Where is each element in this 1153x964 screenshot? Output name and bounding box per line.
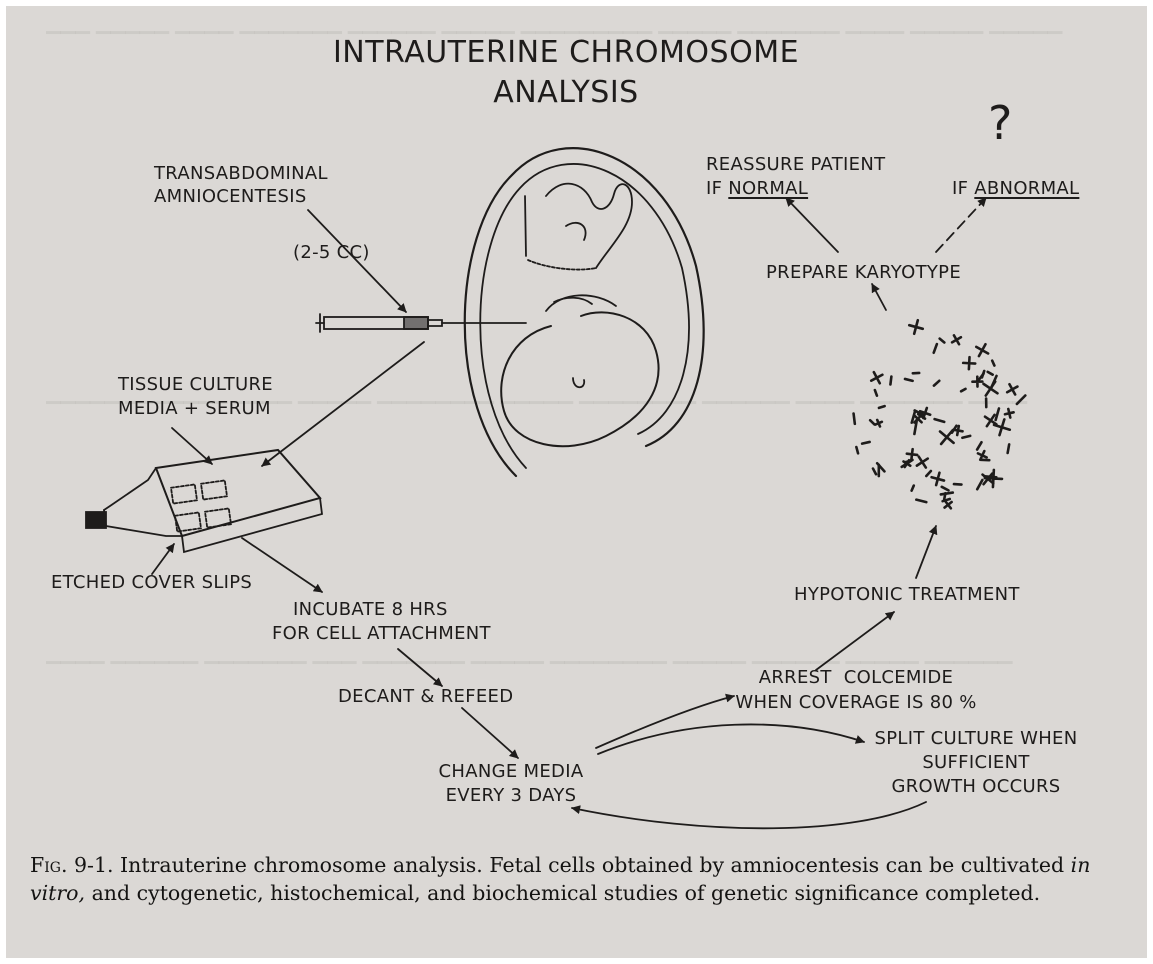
- label-arrest-line2: WHEN COVERAGE IS 80 %: [721, 690, 991, 715]
- arrow-arrest-to-hypotonic: [816, 612, 894, 670]
- label-sample-volume: (2-5 CC): [293, 240, 370, 265]
- chromosome-mark: [961, 389, 965, 391]
- diagram-canvas: [6, 6, 1147, 958]
- chromosome-mark: [945, 501, 952, 508]
- label-abnormal: ABNORMAL: [974, 178, 1079, 199]
- chromosome-mark: [963, 357, 975, 369]
- chromosome-mark: [926, 471, 931, 476]
- label-culture-line2: MEDIA + SERUM: [118, 396, 271, 421]
- caption-fig-label: Fig.: [30, 853, 67, 877]
- label-cover-slips: ETCHED COVER SLIPS: [51, 570, 252, 595]
- label-arrest-line1: ARREST COLCEMIDE: [721, 665, 991, 690]
- label-change-media-line2: EVERY 3 DAYS: [426, 783, 596, 808]
- chromosome-mark: [954, 484, 962, 485]
- chromosome-mark: [942, 487, 949, 491]
- arrow-hypotonic-to-spread: [916, 526, 936, 578]
- question-mark-icon: ?: [988, 98, 1013, 148]
- label-culture-line1: TISSUE CULTURE: [118, 372, 273, 397]
- label-amniocentesis-line2: AMNIOCENTESIS: [154, 184, 307, 209]
- chromosome-mark: [907, 449, 917, 459]
- arrow-media-to-flask: [172, 428, 212, 464]
- diagram-title-line1: INTRAUTERINE CHROMOSOME: [306, 34, 826, 72]
- label-reassure-line1: REASSURE PATIENT: [706, 152, 885, 177]
- label-split-line1: SPLIT CULTURE WHEN: [856, 726, 1096, 751]
- label-split-line2: SUFFICIENT: [856, 750, 1096, 775]
- label-incubate-line2: FOR CELL ATTACHMENT: [272, 621, 491, 646]
- caption-fig-number: 9-1.: [67, 853, 113, 877]
- chromosome-mark: [854, 414, 855, 424]
- culture-flask-icon: [86, 450, 322, 552]
- chromosome-mark: [916, 500, 926, 502]
- chromosome-mark: [875, 420, 882, 427]
- label-if-abnormal: IF ABNORMAL: [952, 176, 1079, 201]
- chromosome-mark: [862, 442, 870, 444]
- chromosome-mark: [1005, 409, 1014, 418]
- chromosome-mark: [870, 420, 874, 424]
- chromosome-mark: [940, 339, 945, 343]
- chromosome-mark: [875, 390, 877, 396]
- chromosome-mark: [1017, 395, 1025, 403]
- arrow-syringe-to-flask: [262, 342, 424, 466]
- chromosome-mark: [856, 447, 858, 453]
- chromosome-mark: [977, 480, 982, 489]
- arrow-change-to-arrest: [596, 696, 734, 748]
- label-decant-refeed: DECANT & REFEED: [338, 684, 513, 709]
- chromosome-mark: [873, 469, 876, 475]
- label-change-media-line1: CHANGE MEDIA: [426, 759, 596, 784]
- chromosome-mark: [909, 320, 922, 333]
- label-incubate-line1: INCUBATE 8 HRS: [293, 597, 448, 622]
- label-prepare-karyotype: PREPARE KARYOTYPE: [766, 260, 961, 285]
- uterus-fetus-drawing: [465, 148, 704, 476]
- syringe-icon: [316, 314, 526, 332]
- arrow-karyotype-to-normal: [786, 198, 838, 252]
- arrow-spread-to-karyotype: [872, 284, 886, 310]
- label-normal: NORMAL: [728, 178, 808, 199]
- chromosome-mark: [941, 493, 953, 495]
- arrow-karyotype-to-abnormal: [936, 198, 986, 252]
- arrow-decant-to-change: [462, 708, 518, 758]
- label-split-line3: GROWTH OCCURS: [856, 774, 1096, 799]
- chromosome-mark: [932, 473, 944, 485]
- caption-text-part1: Intrauterine chromosome analysis. Fetal …: [114, 853, 1071, 877]
- chromosome-mark: [917, 457, 928, 468]
- label-reassure-prefix: IF: [706, 178, 728, 199]
- label-abnormal-prefix: IF: [952, 178, 974, 199]
- chromosome-spread-drawing: [854, 320, 1026, 508]
- chromosome-mark: [934, 344, 937, 353]
- chromosome-mark: [890, 377, 891, 385]
- chromosome-mark: [994, 419, 1010, 435]
- chromosome-mark: [978, 451, 987, 460]
- label-hypotonic: HYPOTONIC TREATMENT: [794, 582, 1020, 607]
- chromosome-mark: [934, 381, 939, 386]
- chromosome-mark: [962, 436, 970, 438]
- caption-text-part2: and cytogenetic, histochemical, and bioc…: [85, 881, 1040, 905]
- chromosome-mark: [1008, 444, 1010, 453]
- chromosome-mark: [984, 382, 998, 396]
- chromosome-mark: [992, 361, 994, 366]
- chromosome-mark: [912, 486, 914, 491]
- label-reassure-line2: IF NORMAL: [706, 176, 808, 201]
- chromosome-mark: [1007, 384, 1017, 394]
- arrow-incubate-to-decant: [398, 649, 442, 686]
- chromosome-mark: [871, 372, 882, 383]
- chromosome-mark: [905, 379, 913, 381]
- chromosome-mark: [879, 406, 885, 408]
- figure-page: ▔▔▔ ▔▔▔▔▔ ▔▔▔▔ ▔▔▔▔▔▔▔ ▔▔▔▔▔▔ ▔▔▔▔▔ ▔▔▔▔…: [6, 6, 1147, 958]
- arrow-flask-to-incubate: [242, 538, 322, 592]
- label-amniocentesis-line1: TRANSABDOMINAL: [154, 161, 328, 186]
- arrow-change-to-split: [598, 724, 864, 754]
- diagram-title-line2: ANALYSIS: [306, 74, 826, 112]
- chromosome-mark: [996, 408, 999, 420]
- chromosome-mark: [976, 344, 988, 356]
- chromosome-mark: [977, 442, 981, 449]
- chromosome-mark: [952, 335, 961, 344]
- chromosome-mark: [988, 372, 993, 375]
- figure-caption: Fig. 9-1. Intrauterine chromosome analys…: [30, 851, 1140, 907]
- arrow-split-to-change: [572, 802, 926, 828]
- chromosome-mark: [935, 419, 945, 422]
